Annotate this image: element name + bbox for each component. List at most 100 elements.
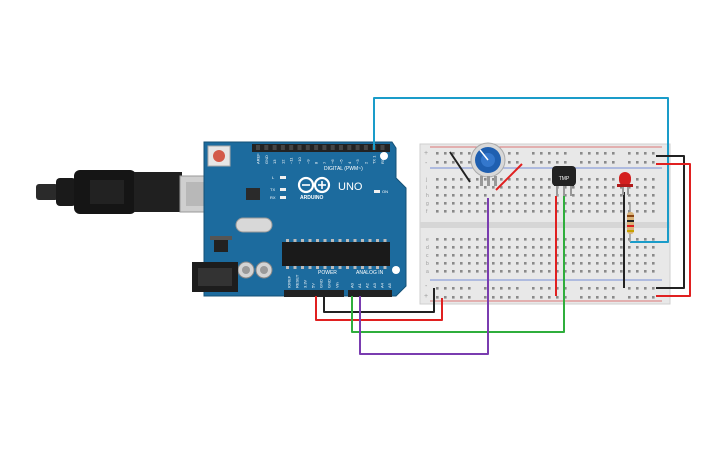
digital-pin-label: ~3 [355,159,360,164]
rail-hole [556,287,559,290]
terminal-hole [500,270,503,273]
terminal-hole [452,262,455,265]
terminal-hole [588,186,591,189]
rail-hole [636,287,639,290]
temperature-sensor[interactable]: TMP [552,166,576,196]
terminal-hole [652,254,655,257]
terminal-hole [548,178,551,181]
led-l [280,176,286,179]
terminal-hole [580,262,583,265]
terminal-hole [548,246,551,249]
terminal-hole [460,262,463,265]
rail-hole [612,287,615,290]
terminal-hole [548,186,551,189]
terminal-hole [596,270,599,273]
terminal-hole [468,246,471,249]
terminal-hole [572,210,575,213]
terminal-hole [596,194,599,197]
terminal-hole [476,246,479,249]
terminal-hole [516,178,519,181]
digital-pin-label: RX 0 [380,154,385,164]
terminal-hole [484,194,487,197]
rail-hole [452,296,455,299]
rail-hole [444,161,447,164]
terminal-hole [620,270,623,273]
terminal-hole [644,238,647,241]
terminal-hole [436,238,439,241]
led-tx-label: TX [270,187,275,192]
rail-hole [596,296,599,299]
rail-hole [588,161,591,164]
rail-hole [516,152,519,155]
rail-hole [556,161,559,164]
power-pin-label: IOREF [287,275,292,288]
terminal-hole [588,178,591,181]
terminal-hole [516,194,519,197]
rail-hole [580,152,583,155]
wire-purple-a0[interactable] [359,198,489,355]
wire-black-gnd[interactable] [323,288,435,313]
terminal-hole [644,246,647,249]
terminal-hole [540,254,543,257]
wire-blue-signal[interactable] [373,97,669,243]
terminal-hole [636,246,639,249]
wire-red-pot-5v[interactable] [495,163,523,191]
digital-pin-label: 2 [363,161,368,164]
digital-pin-label: GND [264,155,269,164]
terminal-hole [460,254,463,257]
terminal-hole [580,254,583,257]
rail-hole [612,161,615,164]
terminal-hole [652,194,655,197]
digital-pin-label: ~9 [305,159,310,164]
row-letter: f [426,209,428,215]
terminal-hole [532,254,535,257]
resistor[interactable] [627,204,634,242]
terminal-hole [524,186,527,189]
terminal-hole [516,202,519,205]
wire-black-pot-gnd[interactable] [449,151,471,183]
terminal-hole [532,194,535,197]
sensor-label: TMP [559,176,570,182]
terminal-hole [644,186,647,189]
terminal-hole [500,194,503,197]
wire-green-a1[interactable] [351,196,565,333]
terminal-hole [580,238,583,241]
rail-hole [452,152,455,155]
digital-pin-label: 4 [347,161,352,164]
terminal-hole [508,254,511,257]
terminal-hole [620,202,623,205]
terminal-hole [572,202,575,205]
rail-plus-bottom: + [424,293,428,300]
terminal-hole [532,210,535,213]
wire-red-5v[interactable] [315,296,443,321]
wire-black-rail-bridge[interactable] [656,155,685,289]
rail-hole [636,161,639,164]
terminal-hole [508,186,511,189]
power-pin-label: 5V [311,283,316,288]
terminal-hole [452,246,455,249]
terminal-hole [564,270,567,273]
terminal-hole [532,262,535,265]
terminal-hole [612,246,615,249]
terminal-hole [644,262,647,265]
rail-hole [564,287,567,290]
terminal-hole [596,210,599,213]
power-pin-label: RESET [295,274,300,288]
terminal-hole [476,194,479,197]
power-pin-label: GND [319,279,324,288]
usb-chip [246,188,260,200]
red-led[interactable] [617,172,633,195]
potentiometer[interactable] [470,142,506,186]
terminal-hole [652,202,655,205]
terminal-hole [636,238,639,241]
terminal-hole [444,262,447,265]
digital-pin-label: ~10 [297,156,302,164]
terminal-hole [652,210,655,213]
rail-hole [596,287,599,290]
rail-hole [652,161,655,164]
rail-hole [444,287,447,290]
terminal-hole [604,178,607,181]
wire-red-rail-bridge[interactable] [656,163,691,297]
terminal-hole [556,210,559,213]
terminal-hole [460,194,463,197]
